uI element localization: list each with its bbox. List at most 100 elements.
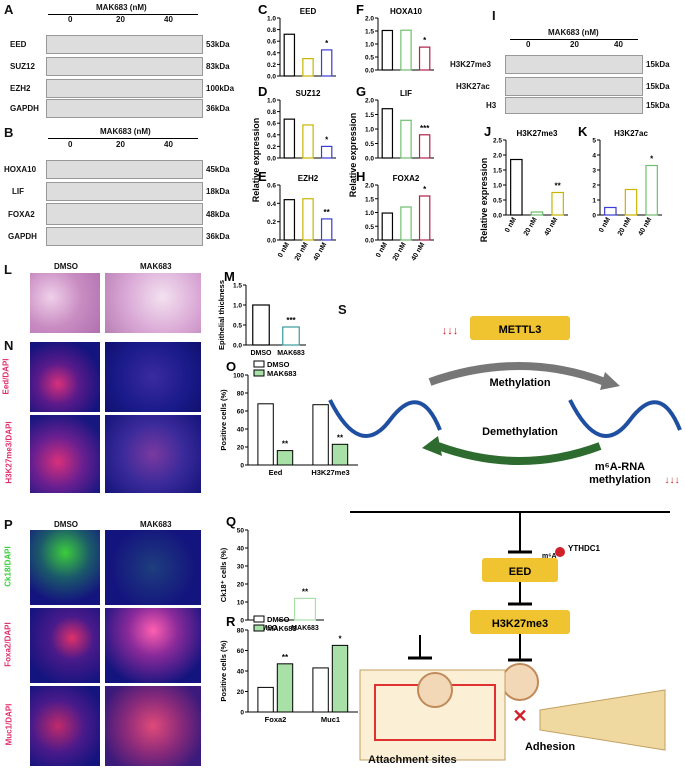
chart-title-f: HOXA10 <box>390 7 423 16</box>
bar-c <box>320 49 333 77</box>
embryo <box>501 663 539 701</box>
category-label-o: H3K27me3 <box>311 468 349 477</box>
bar-k <box>604 206 617 216</box>
bar-h <box>400 206 412 241</box>
chart-title-g: LIF <box>400 89 412 98</box>
eed-box <box>482 558 558 582</box>
category-label-r: Foxa2 <box>265 715 287 724</box>
dose-b-20: 20 <box>116 140 125 149</box>
category-label-m: DMSO <box>251 350 273 357</box>
annotation-q: ** <box>302 587 309 596</box>
bar-c <box>283 33 296 77</box>
y-tick-label-e: 0.6 <box>267 183 276 190</box>
panel-label-k: K <box>578 124 588 139</box>
y-tick-label-g: 0.5 <box>365 141 374 148</box>
blot-label-gapdh-a: GAPDH <box>10 104 39 113</box>
panel-label-b: B <box>4 125 14 140</box>
rel-expr-label-right: Relative expression <box>479 158 489 243</box>
bar-m <box>282 326 300 346</box>
bar-o <box>331 443 349 466</box>
category-label-q: MAK683 <box>291 625 319 632</box>
blot-size-hoxa10: 45kDa <box>206 165 230 174</box>
blot-foxa2 <box>46 203 203 225</box>
chart-title-k: H3K27ac <box>614 129 648 138</box>
bar-d <box>283 118 296 159</box>
bar-r <box>257 686 274 713</box>
y-tick-label-c: 0.6 <box>267 39 276 46</box>
bar-j <box>551 191 564 216</box>
y-tick-label-j: 2.5 <box>493 138 502 145</box>
chart-title-h: FOXA2 <box>393 174 420 183</box>
y-tick-label-r: 40 <box>237 669 245 676</box>
y-tick-label-j: 0.0 <box>493 213 502 220</box>
annotation-j: ** <box>555 182 562 191</box>
y-tick-label-k: 1 <box>592 198 596 205</box>
muc1-image-dmso <box>30 686 100 766</box>
y-tick-label-o: 100 <box>233 373 244 380</box>
y-tick-label-q: 20 <box>237 582 245 589</box>
bar-f <box>418 46 431 71</box>
dose-b-40: 40 <box>164 140 173 149</box>
m6a-label: m⁶A <box>542 553 557 560</box>
col-label-dmso-p: DMSO <box>54 520 78 529</box>
bar-o <box>257 403 274 466</box>
y-tick-label-m: 0.0 <box>233 343 242 350</box>
legend-label-r: MAK683 <box>267 624 297 633</box>
y-tick-label-r: 20 <box>237 689 245 696</box>
y-tick-label-o: 60 <box>237 409 245 416</box>
bar-m <box>252 304 270 346</box>
panel-label-i: I <box>492 8 496 23</box>
y-label-q: Ck18⁺ cells (%) <box>219 547 228 602</box>
treatment-label-a: MAK683 (nM) <box>96 3 147 12</box>
y-tick-label-k: 2 <box>592 183 596 190</box>
y-tick-label-e: 0.4 <box>267 201 276 208</box>
blot-h3k27ac <box>505 77 643 96</box>
blot-label-hoxa10: HOXA10 <box>4 165 37 174</box>
adhesion-label: Adhesion <box>525 741 575 753</box>
epithelium-right <box>539 689 666 751</box>
blot-size-h3k27me3: 15kDa <box>646 60 670 69</box>
uterus-lumen <box>359 669 506 761</box>
bar-k <box>645 164 658 216</box>
col-label-mak683-p: MAK683 <box>140 520 172 529</box>
dose-line-i <box>510 39 638 40</box>
h3k27me3-image-mak683 <box>105 415 201 493</box>
bar-r <box>312 667 329 713</box>
eed-label: EED <box>509 566 532 578</box>
bar-f <box>381 29 394 71</box>
category-label-r: Muc1 <box>321 715 340 724</box>
annotation-o: ** <box>282 440 289 449</box>
y-tick-label-m: 1.5 <box>233 283 242 290</box>
legend-swatch-r <box>253 624 265 632</box>
ythdc1-label: YTHDC1 <box>568 544 601 553</box>
dose-line-a <box>48 14 198 15</box>
chart-title-d: SUZ12 <box>296 89 321 98</box>
y-tick-label-g: 2.0 <box>365 98 374 105</box>
category-label-o: Eed <box>269 468 283 477</box>
bar-q <box>293 597 317 621</box>
category-label-h: 20 nM <box>392 241 408 262</box>
m6a-rna-label: m⁶A-RNA <box>595 461 645 473</box>
y-tick-label-h: 1.5 <box>365 196 374 203</box>
y-tick-label-o: 20 <box>237 445 245 452</box>
annotation-r: * <box>338 634 342 643</box>
category-label-j: 0 nM <box>504 216 518 233</box>
dose-i-40: 40 <box>614 40 623 49</box>
y-tick-label-c: 0.2 <box>267 62 276 69</box>
y-tick-label-c: 0.4 <box>267 50 276 57</box>
ythdc1-marker <box>555 547 565 557</box>
y-tick-label-q: 10 <box>237 600 245 607</box>
y-tick-label-g: 1.5 <box>365 112 374 119</box>
legend-swatch-r <box>253 615 265 623</box>
bar-g <box>418 134 431 159</box>
y-tick-label-f: 0.5 <box>365 55 374 62</box>
panel-label-h: H <box>356 169 365 184</box>
dose-a-0: 0 <box>68 15 73 24</box>
category-label-e: 40 nM <box>312 241 328 262</box>
y-tick-label-e: 0.0 <box>267 238 276 245</box>
demethylation-label: Demethylation <box>482 426 558 438</box>
y-tick-label-q: 50 <box>237 528 245 535</box>
blot-label-eed: EED <box>10 40 27 49</box>
chart-title-e: EZH2 <box>298 174 319 183</box>
